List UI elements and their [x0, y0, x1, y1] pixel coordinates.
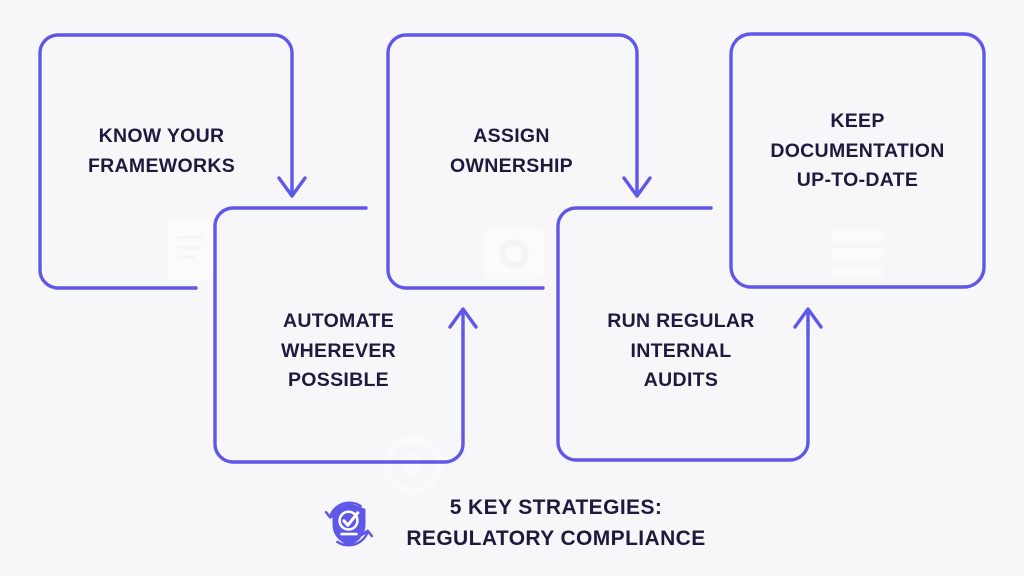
connector-1-to-2-arrowhead	[277, 168, 307, 198]
shield-check-refresh-icon	[325, 501, 374, 547]
card-4-outline	[556, 206, 810, 462]
card-5-outline	[729, 32, 986, 289]
footer-title: 5 KEY STRATEGIES: REGULATORY COMPLIANCE	[406, 496, 706, 550]
connector-2-to-3-arrowhead	[448, 307, 478, 337]
card-1-outline	[38, 33, 294, 290]
connector-3-to-4-arrowhead	[622, 168, 652, 198]
connector-4-to-5-arrowhead	[793, 307, 823, 337]
card-3-outline	[386, 33, 639, 290]
card-2-outline	[213, 206, 465, 464]
footer: 5 KEY STRATEGIES: REGULATORY COMPLIANCE	[0, 484, 1024, 564]
